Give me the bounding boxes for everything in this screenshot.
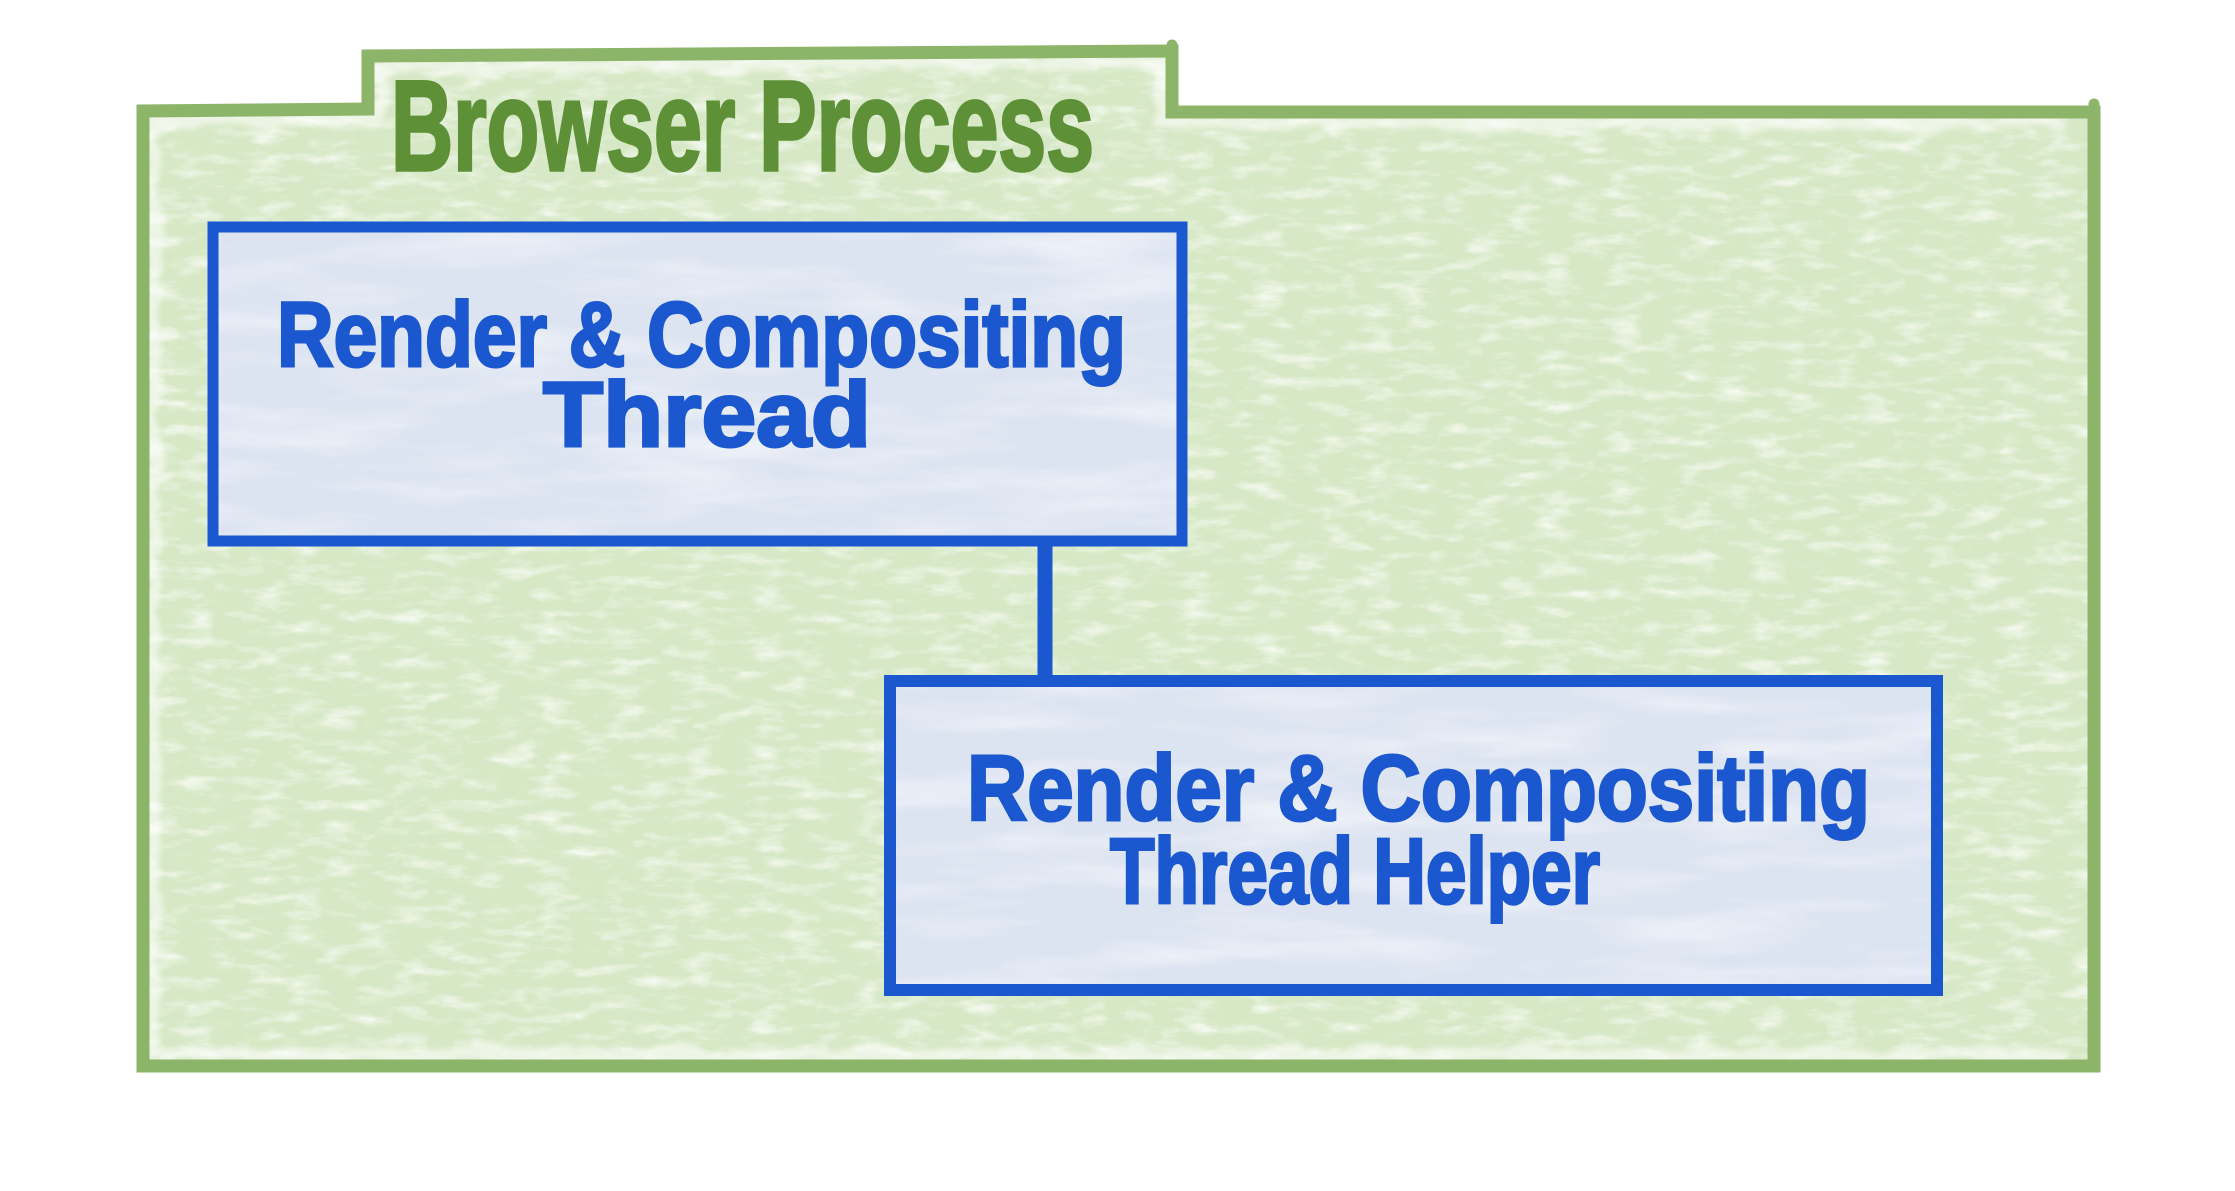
svg-text:Browser Process: Browser Process [391, 55, 1094, 198]
svg-text:Thread: Thread [543, 364, 871, 466]
svg-text:Render & Compositing: Render & Compositing [967, 736, 1870, 840]
svg-text:Render & Compositing: Render & Compositing [277, 284, 1126, 386]
svg-text:Thread Helper: Thread Helper [1110, 819, 1600, 923]
